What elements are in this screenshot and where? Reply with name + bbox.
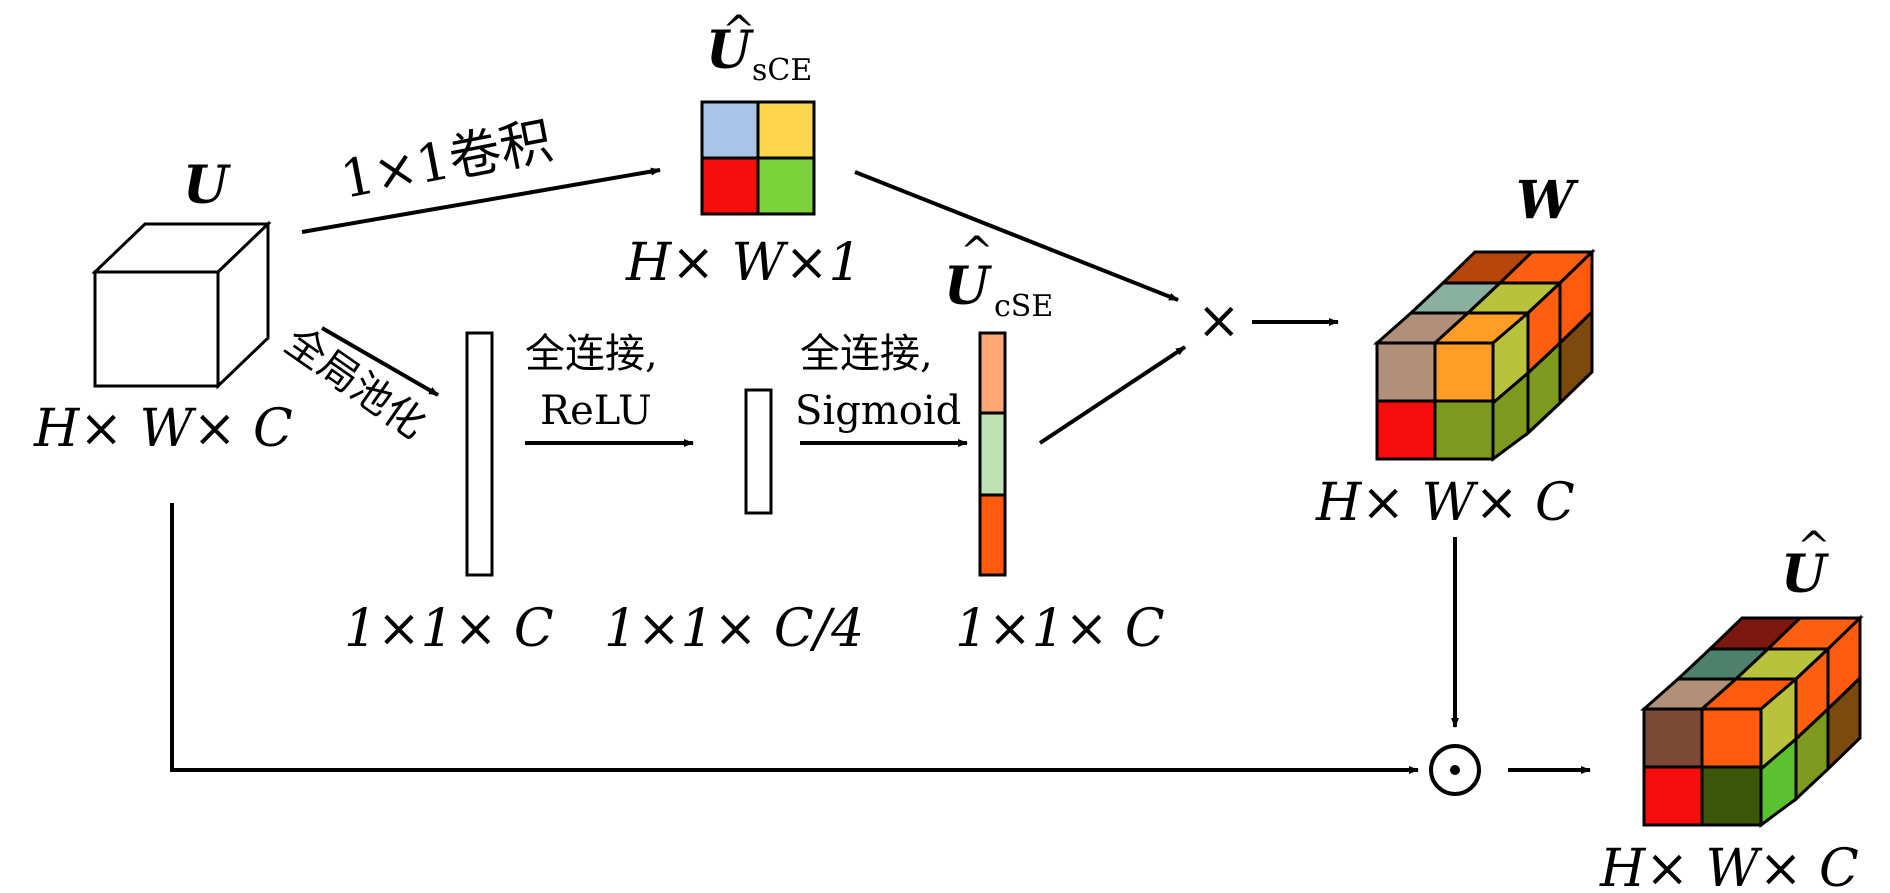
sce-cell	[756, 100, 816, 160]
input-cube	[91, 220, 272, 390]
weight-symbol: W	[1516, 170, 1579, 231]
output-dims: H× W× C	[1599, 839, 1859, 893]
conv-label: 1×1卷积	[336, 111, 557, 211]
cse-cell	[978, 493, 1007, 577]
fc1-label-line1: 全连接,	[525, 331, 658, 377]
output-cube	[1640, 614, 1864, 828]
weight-dims: H× W× C	[1315, 473, 1575, 533]
fc-vector	[744, 388, 773, 515]
global-pool-arrow	[320, 326, 440, 397]
fc-vector-dims: 1×1× C/4	[604, 599, 864, 659]
cse-cell	[978, 411, 1007, 497]
sce-to-multiply-arrow	[854, 170, 1179, 302]
sce-symbol: U	[706, 20, 754, 81]
hadamard-operator	[1429, 744, 1481, 796]
cse-subscript: cSE	[994, 289, 1053, 324]
sce-dims: H× W×1	[625, 233, 862, 293]
cse-to-multiply-arrow	[1038, 345, 1187, 445]
cse-cell	[978, 331, 1007, 415]
cse-vector	[978, 331, 1007, 577]
multiply-operator: ×	[1197, 291, 1241, 351]
weight-cube	[1373, 248, 1596, 462]
pool-vector-dims: 1×1× C	[344, 599, 554, 659]
sce-grid	[700, 100, 816, 216]
sce-hat: ^	[722, 8, 756, 54]
input-symbol: U	[183, 155, 231, 216]
input-dims: H× W× C	[33, 399, 293, 459]
conv-arrow	[301, 167, 661, 234]
fc2-label-line2: Sigmoid	[795, 388, 961, 434]
fc1-label-line2: ReLU	[540, 388, 652, 434]
skip-connection-arrow	[170, 503, 1419, 774]
sce-cell	[700, 156, 760, 216]
sce-subscript: sCE	[752, 53, 812, 88]
output-hat: ^	[1797, 524, 1831, 570]
cse-hat: ^	[960, 229, 994, 275]
output-symbol: U	[1781, 544, 1829, 605]
global-pool-label: 全局池化	[276, 319, 433, 448]
cse-dims: 1×1× C	[955, 599, 1165, 659]
hadamard-symbol: ⊙	[0, 0, 44, 13]
sce-cell	[700, 100, 760, 160]
fc2-label-line1: 全连接,	[800, 331, 933, 377]
pool-vector	[465, 331, 494, 577]
sce-cell	[756, 156, 816, 216]
cse-symbol: U	[944, 256, 992, 317]
